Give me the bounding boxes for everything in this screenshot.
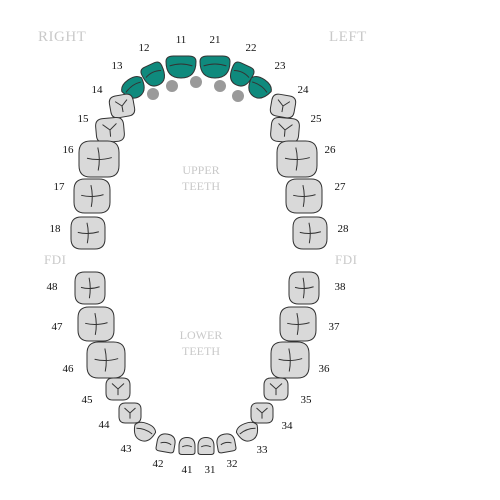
tooth-11-number: 11 (176, 34, 187, 46)
tooth-16[interactable] (78, 140, 120, 178)
tooth-18[interactable] (70, 216, 106, 250)
tooth-38-number: 38 (335, 281, 347, 293)
tooth-22-number: 22 (246, 42, 257, 54)
tooth-11[interactable] (165, 55, 197, 79)
tooth-25[interactable] (270, 116, 300, 144)
tooth-27-number: 27 (335, 181, 347, 193)
upper-marker-dot[interactable] (147, 88, 159, 100)
upper-teeth-label: UPPER TEETH (156, 162, 246, 194)
tooth-21[interactable] (199, 55, 231, 79)
tooth-14-number: 14 (92, 84, 104, 96)
tooth-42[interactable] (155, 433, 177, 454)
tooth-35-number: 35 (301, 394, 313, 406)
tooth-38[interactable] (288, 271, 320, 305)
tooth-44-number: 44 (99, 419, 111, 431)
tooth-33-number: 33 (257, 444, 269, 456)
upper-marker-dot[interactable] (166, 80, 178, 92)
tooth-41-number: 41 (182, 464, 193, 476)
tooth-33-crown (235, 421, 259, 442)
tooth-34-number: 34 (282, 420, 294, 432)
tooth-28-number: 28 (338, 223, 350, 235)
tooth-36[interactable] (270, 341, 310, 379)
tooth-17[interactable] (73, 178, 111, 214)
upper-marker-dot[interactable] (190, 76, 202, 88)
lower-teeth-label-line2: TEETH (182, 344, 220, 358)
tooth-37-number: 37 (329, 321, 341, 333)
tooth-18-number: 18 (50, 223, 62, 235)
tooth-41[interactable] (178, 436, 196, 455)
tooth-46[interactable] (86, 341, 126, 379)
tooth-24-number: 24 (298, 84, 310, 96)
tooth-21-crown (199, 55, 231, 79)
tooth-27[interactable] (285, 178, 323, 214)
tooth-46-number: 46 (63, 363, 75, 375)
tooth-34[interactable] (250, 402, 274, 424)
tooth-31-number: 31 (205, 464, 216, 476)
teeth-layer (70, 55, 328, 455)
tooth-33[interactable] (235, 420, 262, 444)
tooth-22-crown (230, 61, 255, 87)
tooth-48-number: 48 (47, 281, 59, 293)
tooth-14[interactable] (108, 93, 136, 119)
tooth-32[interactable] (216, 433, 237, 454)
tooth-35[interactable] (263, 377, 289, 401)
tooth-32-crown (216, 433, 237, 454)
tooth-17-number: 17 (54, 181, 66, 193)
tooth-31[interactable] (197, 436, 215, 455)
tooth-23[interactable] (243, 73, 274, 103)
upper-marker-dot[interactable] (232, 90, 244, 102)
tooth-32-number: 32 (227, 458, 238, 470)
tooth-12-crown (140, 61, 165, 87)
tooth-43-number: 43 (121, 443, 133, 455)
tooth-16-number: 16 (63, 144, 75, 156)
tooth-13-crown (121, 75, 145, 99)
tooth-28[interactable] (292, 216, 328, 250)
tooth-47[interactable] (77, 306, 115, 342)
fdi-label-right-side: FDI (44, 252, 67, 267)
tooth-23-number: 23 (275, 60, 287, 72)
tooth-21-number: 21 (210, 34, 221, 46)
upper-marker-dot[interactable] (214, 80, 226, 92)
tooth-22[interactable] (226, 60, 255, 89)
tooth-37[interactable] (279, 306, 317, 342)
tooth-24[interactable] (269, 93, 297, 119)
left-side-label: LEFT (329, 29, 367, 45)
tooth-12[interactable] (139, 60, 168, 89)
tooth-26[interactable] (276, 140, 318, 178)
tooth-25-number: 25 (311, 113, 323, 125)
tooth-48[interactable] (74, 271, 106, 305)
tooth-43[interactable] (131, 420, 158, 444)
tooth-42-crown (155, 433, 176, 454)
upper-teeth-label-line1: UPPER (182, 163, 220, 177)
lower-teeth-label: LOWER TEETH (156, 327, 246, 359)
tooth-11-crown (165, 55, 197, 79)
tooth-13-number: 13 (112, 60, 124, 72)
tooth-23-crown (248, 75, 272, 99)
upper-teeth-label-line2: TEETH (182, 179, 220, 193)
tooth-42-number: 42 (153, 458, 164, 470)
tooth-12-number: 12 (139, 42, 150, 54)
tooth-36-number: 36 (319, 363, 331, 375)
tooth-13[interactable] (118, 73, 149, 103)
tooth-43-crown (133, 421, 157, 442)
fdi-label-left-side: FDI (335, 252, 358, 267)
tooth-15[interactable] (95, 116, 125, 144)
tooth-45-number: 45 (82, 394, 94, 406)
tooth-44[interactable] (118, 402, 142, 424)
tooth-47-number: 47 (52, 321, 64, 333)
lower-teeth-label-line1: LOWER (179, 328, 223, 342)
tooth-45[interactable] (105, 377, 131, 401)
right-side-label: RIGHT (38, 29, 87, 45)
tooth-26-number: 26 (325, 144, 337, 156)
tooth-15-number: 15 (78, 113, 90, 125)
